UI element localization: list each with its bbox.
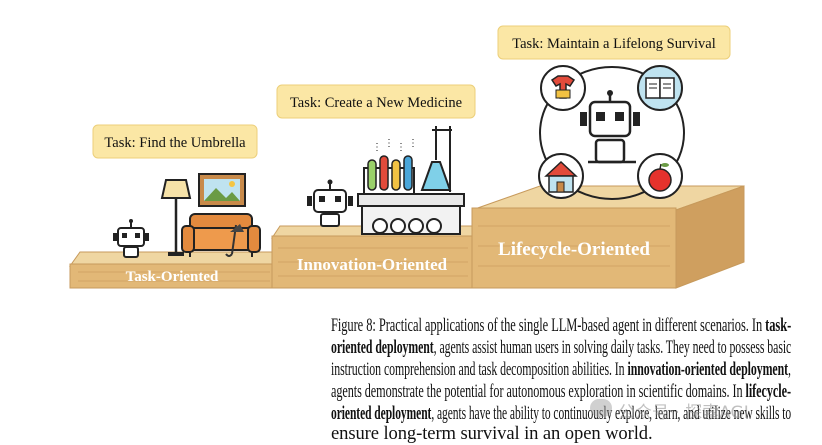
floor-lamp-icon [160,179,192,256]
book-icon [637,65,683,111]
robot-icon-large [580,90,640,164]
caption-line-3: instruction comprehension and task decom… [331,359,791,380]
picture-frame-icon [198,173,246,207]
test-tubes-icon: ⋮ ⋮ ⋮ ⋮ [367,138,418,191]
task-oriented-label: Task-Oriented [126,269,219,285]
wechat-icon [590,399,612,417]
watermark: 公众号 · 探索AGI [618,403,749,423]
figure-illustration: Task-Oriented Innovation-Oriented Lifecy… [69,25,745,289]
lifecycle-oriented-platform: Lifecycle-Oriented [471,185,745,289]
task-oriented-platform: Task-Oriented [69,251,283,289]
caption-line-6: ensure long-term survival in an open wor… [331,423,653,444]
caption-line-2: oriented deployment, agents assist human… [331,337,792,358]
robot-icon-small [113,219,149,258]
caption-line-1: Figure 8: Practical applications of the … [331,315,792,336]
task-box-umbrella: Task: Find the Umbrella [92,124,258,159]
innovation-oriented-label: Innovation-Oriented [297,255,448,274]
umbrella-icon [225,224,244,257]
lifecycle-oriented-label: Lifecycle-Oriented [498,239,650,260]
task-box-medicine: Task: Create a New Medicine [276,84,476,119]
robot-icon-medium [307,179,353,227]
lifecycle-cycle [539,66,685,200]
svg-text:⋮: ⋮ [396,142,406,153]
task-medicine-text: Task: Create a New Medicine [290,95,462,111]
svg-text:⋮: ⋮ [384,138,394,149]
lab-bench-icon [357,167,465,235]
flask-icon [420,126,452,192]
innovation-oriented-platform: Innovation-Oriented [271,225,479,289]
figure-label: Figure 8: [331,315,376,336]
house-icon [538,153,584,199]
task-umbrella-text: Task: Find the Umbrella [104,135,246,151]
task-box-survival: Task: Maintain a Lifelong Survival [497,25,731,60]
sofa-icon [181,213,261,257]
caption-line-4: agents demonstrate the potential for aut… [331,381,791,402]
caption-line-5: oriented deployment, agents have the abi… [331,403,792,424]
task-survival-text: Task: Maintain a Lifelong Survival [512,36,716,52]
svg-text:⋮: ⋮ [372,142,382,153]
apple-icon [637,153,683,199]
svg-text:⋮: ⋮ [408,138,418,149]
clothes-icon [540,65,586,111]
